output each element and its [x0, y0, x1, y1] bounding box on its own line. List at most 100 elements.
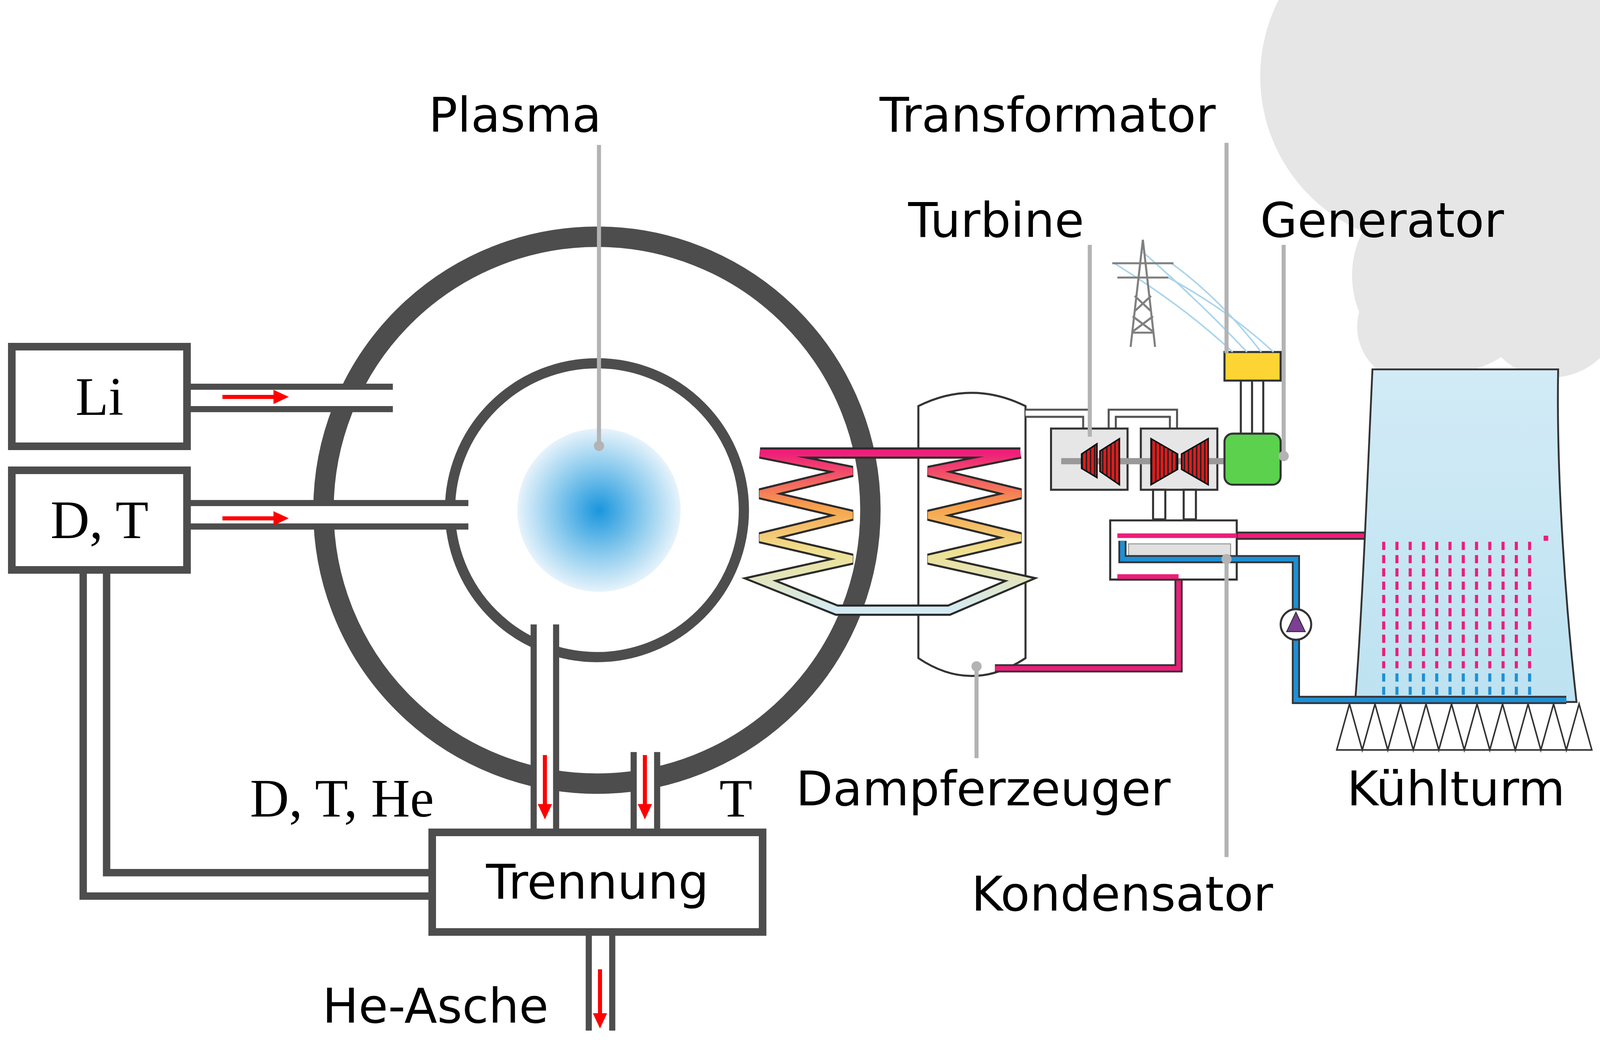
- pipe-outline: [1025, 413, 1174, 429]
- generator-body: [1224, 433, 1281, 485]
- stream-label: He-Asche: [322, 982, 549, 1030]
- spray-dash: [1395, 673, 1399, 696]
- cold-water-pipe: [1122, 540, 1567, 700]
- pipe-bore: [588, 930, 613, 1031]
- part-label: Plasma: [428, 91, 602, 140]
- leader-lines: [594, 142, 1289, 857]
- generator-set: [1224, 352, 1281, 485]
- steam-pipes: [1025, 413, 1174, 429]
- cloud-puff: [1479, 234, 1600, 378]
- spray-dash: [1501, 541, 1505, 668]
- spray-dash: [1395, 541, 1399, 668]
- hot-water-pipe: [1117, 574, 1179, 579]
- pipe-bore: [94, 573, 429, 885]
- spray-dash: [1435, 541, 1439, 668]
- arrow-head: [273, 511, 289, 526]
- spray-dash: [1435, 673, 1439, 696]
- part-label: Transformator: [879, 91, 1216, 140]
- turbine-blades: [1151, 438, 1178, 485]
- pylon-lattice: [1112, 239, 1174, 347]
- cold-water: [1122, 540, 1567, 700]
- pipe-wall: [181, 383, 393, 390]
- exhaust-pipe: [1183, 489, 1196, 520]
- pipe-wall: [94, 573, 429, 885]
- box-label: Trennung: [486, 858, 709, 906]
- turbine-set: [1051, 428, 1230, 520]
- flow-arrow: [222, 516, 276, 520]
- power-cable: [1251, 380, 1254, 434]
- part-label: Turbine: [908, 196, 1084, 245]
- arrow-head: [537, 804, 552, 820]
- power-lines: [1114, 252, 1274, 352]
- spray-dash: [1422, 673, 1426, 696]
- fuel-tank: D, T: [8, 466, 191, 574]
- pipe-wall: [553, 624, 560, 835]
- power-cable: [1262, 380, 1265, 434]
- return-pipe: [94, 573, 429, 885]
- leader-line: [1224, 561, 1229, 858]
- pipe-bore: [181, 502, 469, 528]
- separation-unit: Trennung: [428, 828, 766, 936]
- part-label: Kühlturm: [1346, 764, 1565, 813]
- pipe-bore: [1025, 413, 1174, 429]
- power-line: [1168, 277, 1274, 352]
- part-label: Generator: [1260, 196, 1504, 245]
- leader-line: [596, 144, 601, 446]
- spray-dash: [1448, 673, 1452, 696]
- pipe-wall: [181, 500, 469, 506]
- spray-dash: [1422, 541, 1426, 668]
- spray-dash: [1408, 541, 1412, 668]
- cooling-spray: [1383, 541, 1530, 696]
- plasma-ball: [517, 428, 681, 592]
- flow-arrow: [642, 754, 647, 806]
- lithium-tank: Li: [8, 342, 191, 450]
- leader-dot: [594, 440, 605, 452]
- flow-arrow: [598, 969, 602, 1016]
- pipe-bore: [532, 624, 558, 835]
- spray-dash: [1528, 541, 1532, 668]
- turbine-blades: [1100, 438, 1120, 485]
- power-line: [1142, 252, 1247, 352]
- leader-dot: [971, 661, 982, 672]
- spray-dash: [1382, 541, 1386, 668]
- leader-line: [1281, 244, 1286, 456]
- power-cable: [1239, 380, 1242, 434]
- pipe-wall: [654, 752, 660, 835]
- turbine-blades: [1181, 438, 1208, 485]
- pipe-bore: [632, 752, 659, 835]
- condenser-shell: [1110, 520, 1237, 580]
- pipe-bore: [181, 385, 393, 410]
- spray-dash: [1474, 541, 1478, 668]
- arrow-head: [273, 389, 289, 404]
- pump-arrow: [1286, 612, 1306, 632]
- hot-water-pipe: [1117, 533, 1237, 538]
- condenser-core: [1128, 543, 1231, 556]
- spray-dash: [1382, 673, 1386, 696]
- pipe-wall: [585, 930, 592, 1031]
- spray-dash: [1448, 541, 1452, 668]
- leader-dot: [1278, 450, 1289, 462]
- coil-fill: [760, 452, 1021, 610]
- transformer-body: [1224, 352, 1281, 381]
- pump: [1280, 609, 1312, 640]
- pipe-wall: [181, 523, 469, 530]
- spray-dash: [1514, 541, 1518, 668]
- part-label: Dampferzeuger: [796, 764, 1171, 813]
- tower-legs: [1336, 704, 1592, 750]
- heat-exchanger-coil: [760, 452, 1021, 610]
- flow-arrow: [222, 394, 276, 399]
- part-label: Kondensator: [971, 870, 1274, 918]
- pylon: [1112, 239, 1174, 347]
- stream-label: D, T, He: [250, 771, 434, 826]
- hot-water-pipe: [1543, 535, 1548, 541]
- spray-dash: [1474, 673, 1478, 696]
- spray-dash: [1408, 673, 1412, 696]
- exhaust-pipe: [1153, 489, 1166, 520]
- coil-outline: [760, 452, 1021, 610]
- pipe-wall: [530, 624, 537, 835]
- spray-dash: [1501, 673, 1505, 696]
- cold-water-outline: [1122, 540, 1567, 700]
- flow-arrow: [542, 754, 547, 806]
